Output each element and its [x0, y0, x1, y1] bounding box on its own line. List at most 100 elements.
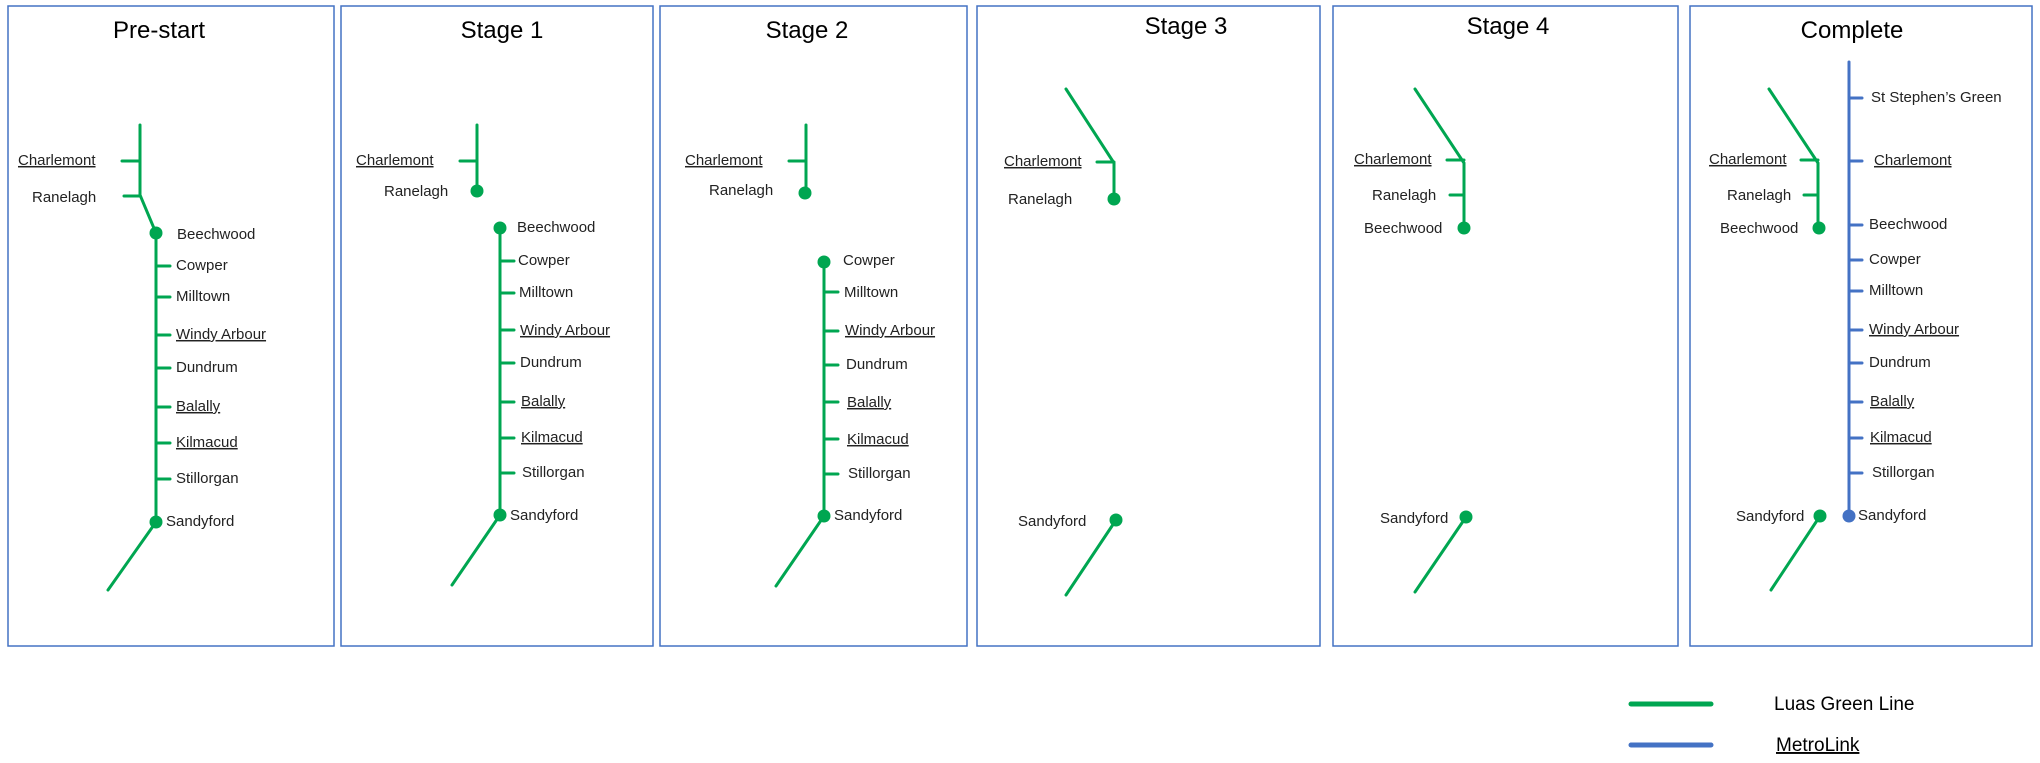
luas-line — [1064, 87, 1123, 597]
station-label-dundrum: Dundrum — [1869, 354, 1931, 371]
station-label-milltown: Milltown — [1869, 282, 1923, 299]
station-label-stillorgan: Stillorgan — [1872, 464, 1935, 481]
stop-dot-ranelagh — [1107, 192, 1121, 206]
station-label-sandyford: Sandyford — [834, 507, 902, 524]
station-label-balally: Balally — [847, 394, 892, 411]
panel-stage2: Stage 2 Charlemont Ranelagh Cowper Millt… — [659, 5, 968, 647]
station-label-milltown: Milltown — [844, 284, 898, 301]
station-label-milltown: Milltown — [176, 288, 230, 305]
stop-dot-beechwood — [149, 226, 163, 240]
station-label-cowper: Cowper — [518, 252, 570, 269]
station-label-sandyford: Sandyford — [1380, 510, 1448, 527]
station-label-dundrum: Dundrum — [176, 359, 238, 376]
station-label-charlemont-metrolink: Charlemont — [1874, 152, 1952, 169]
station-label-charlemont: Charlemont — [356, 152, 434, 169]
station-label-sandyford: Sandyford — [1018, 513, 1086, 530]
stop-dot-sandyford — [1813, 509, 1827, 523]
panel-title: Complete — [1801, 17, 1904, 44]
station-label-charlemont: Charlemont — [1354, 151, 1432, 168]
station-label-cowper: Cowper — [1869, 251, 1921, 268]
panel-stage3: Stage 3 Charlemont Ranelagh Sandyford — [976, 5, 1321, 647]
station-label-stillorgan: Stillorgan — [522, 464, 585, 481]
stop-dot-ranelagh — [470, 184, 484, 198]
station-label-milltown: Milltown — [519, 284, 573, 301]
station-label-kilmacud: Kilmacud — [1870, 429, 1932, 446]
luas-track-south — [1413, 515, 1468, 594]
legend: Luas Green Line MetroLink — [1628, 694, 1915, 756]
luas-line — [774, 123, 840, 588]
station-label-charlemont: Charlemont — [1004, 153, 1082, 170]
station-label-ranelagh: Ranelagh — [1008, 191, 1072, 208]
station-label-dundrum: Dundrum — [520, 354, 582, 371]
luas-line — [106, 123, 172, 592]
station-label-ranelagh: Ranelagh — [1727, 187, 1791, 204]
station-label-windy-arbour: Windy Arbour — [845, 322, 935, 339]
station-label-kilmacud: Kilmacud — [521, 429, 583, 446]
station-label-kilmacud: Kilmacud — [176, 434, 238, 451]
station-label-windy-arbour: Windy Arbour — [176, 326, 266, 343]
stop-dot-sandyford — [1109, 513, 1123, 527]
station-label-sandyford: Sandyford — [510, 507, 578, 524]
station-label-stillorgan: Stillorgan — [848, 465, 911, 482]
station-label-st-stephens-green: St Stephen’s Green — [1871, 89, 2002, 106]
station-label-ranelagh: Ranelagh — [709, 182, 773, 199]
station-label-beechwood-luas: Beechwood — [1720, 220, 1798, 237]
station-label-kilmacud: Kilmacud — [847, 431, 909, 448]
station-label-balally: Balally — [176, 398, 221, 415]
panel-complete: Complete Charlemont Ranelagh Beechwood — [1689, 5, 2033, 647]
luas-track-south — [1769, 514, 1822, 592]
stop-dot-ranelagh — [798, 186, 812, 200]
stop-dot-cowper — [817, 255, 831, 269]
panel-title: Pre-start — [113, 17, 205, 44]
luas-track-north — [1413, 87, 1466, 228]
station-label-sandyford: Sandyford — [166, 513, 234, 530]
luas-track-north — [1767, 87, 1820, 228]
station-label-windy-arbour: Windy Arbour — [1869, 321, 1959, 338]
stop-dot-sandyford — [817, 509, 831, 523]
panel-title: Stage 4 — [1467, 13, 1550, 40]
luas-line — [450, 123, 516, 587]
station-label-dundrum: Dundrum — [846, 356, 908, 373]
station-label-ranelagh: Ranelagh — [32, 189, 96, 206]
station-label-balally: Balally — [521, 393, 566, 410]
station-label-balally: Balally — [1870, 393, 1915, 410]
panel-frame — [659, 5, 968, 647]
station-label-ranelagh: Ranelagh — [384, 183, 448, 200]
panel-title: Stage 3 — [1145, 13, 1228, 40]
luas-track-south — [1064, 518, 1118, 597]
panel-title: Stage 2 — [766, 17, 849, 44]
panel-frame — [1689, 5, 2033, 647]
station-label-cowper: Cowper — [843, 252, 895, 269]
legend-label-metrolink: MetroLink — [1776, 735, 1860, 756]
luas-line — [1413, 87, 1473, 594]
station-label-cowper: Cowper — [176, 257, 228, 274]
station-label-ranelagh: Ranelagh — [1372, 187, 1436, 204]
station-label-sandyford-luas: Sandyford — [1736, 508, 1804, 525]
stop-dot-sandyford-metrolink — [1842, 509, 1856, 523]
stop-dot-beechwood — [1812, 221, 1826, 235]
stop-dot-sandyford — [493, 508, 507, 522]
panel-stage4: Stage 4 Charlemont Ranelagh Beechwood Sa… — [1332, 5, 1679, 647]
station-label-beechwood: Beechwood — [1364, 220, 1442, 237]
station-label-beechwood: Beechwood — [517, 219, 595, 236]
stop-dot-beechwood — [1457, 221, 1471, 235]
station-label-charlemont-luas: Charlemont — [1709, 151, 1787, 168]
station-label-sandyford-metrolink: Sandyford — [1858, 507, 1926, 524]
station-label-windy-arbour: Windy Arbour — [520, 322, 610, 339]
stop-dot-beechwood — [493, 221, 507, 235]
station-label-beechwood: Beechwood — [177, 226, 255, 243]
panel-frame — [340, 5, 654, 647]
station-label-charlemont: Charlemont — [18, 152, 96, 169]
station-label-beechwood-metrolink: Beechwood — [1869, 216, 1947, 233]
stop-dot-sandyford — [149, 515, 163, 529]
panel-title: Stage 1 — [461, 17, 544, 44]
luas-line — [1767, 87, 1827, 592]
panel-frame — [7, 5, 335, 647]
legend-label-luas: Luas Green Line — [1774, 694, 1915, 715]
panel-prestart: Pre-start Charlemont Ranelagh Beechwood … — [7, 5, 335, 647]
panel-frame — [1332, 5, 1679, 647]
stop-dot-sandyford — [1459, 510, 1473, 524]
station-label-stillorgan: Stillorgan — [176, 470, 239, 487]
metrolink-line — [1842, 60, 1864, 523]
